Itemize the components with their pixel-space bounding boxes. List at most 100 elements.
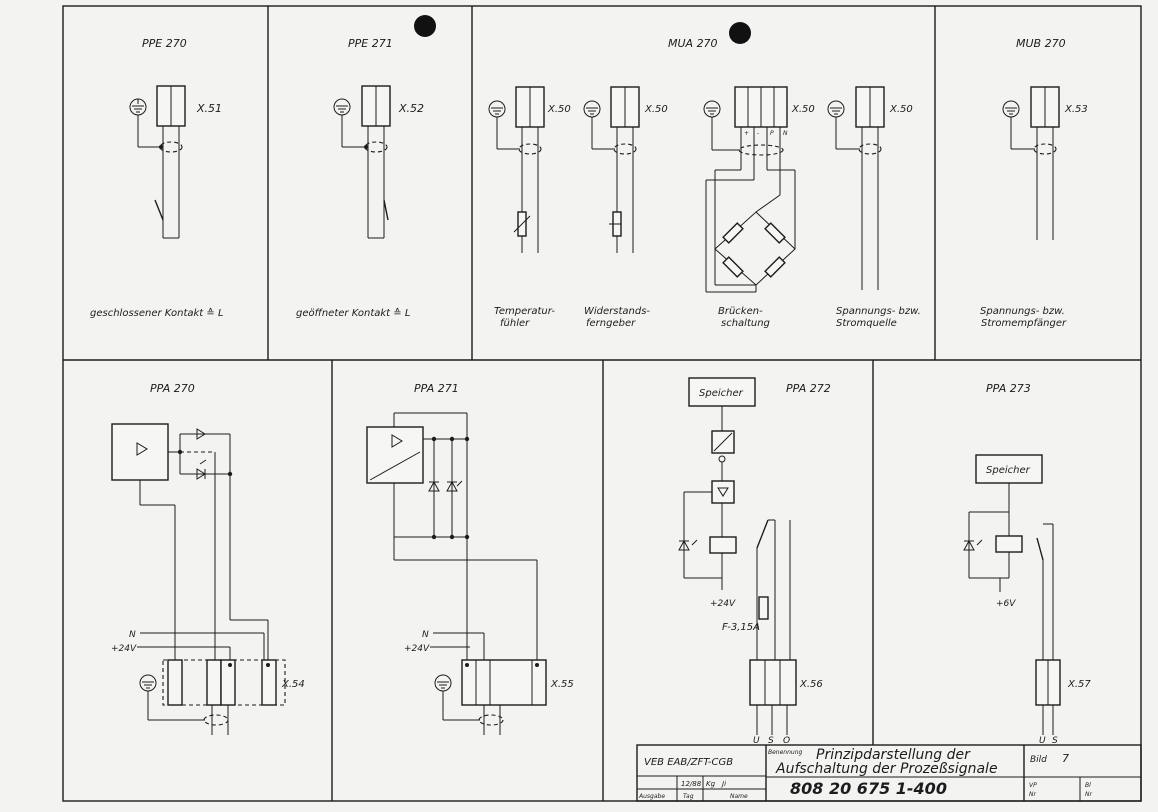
mua270-caption-3a: Brücken-	[718, 306, 763, 317]
label-vp: VP	[1029, 782, 1037, 789]
mua270-caption-2a: Widerstands-	[584, 306, 650, 317]
mua270-title: MUA 270	[668, 37, 718, 50]
ppa270-terminal: X.54	[281, 679, 305, 690]
driver-icon	[717, 487, 729, 497]
ppa271-title: PPA 271	[414, 382, 459, 395]
ppa273-pin-u: U	[1039, 736, 1046, 746]
date: 12/88	[681, 780, 702, 788]
mub270-terminal: X.53	[1064, 104, 1088, 115]
ppa273-terminal: X.57	[1067, 679, 1091, 690]
relay-contact	[1036, 537, 1044, 561]
led-icon	[446, 480, 463, 492]
fuse	[758, 596, 769, 620]
ppa272-terminal: X.56	[799, 679, 823, 690]
pin-p: P	[770, 130, 774, 137]
bridge-circuit	[714, 211, 796, 286]
diode-icon	[428, 480, 440, 492]
bridge-resistor	[764, 256, 786, 278]
panel-ppe270: PPE 270 X.51 geschlossener Kontakt ≙ L	[90, 37, 224, 319]
mub270-title: MUB 270	[1016, 37, 1066, 50]
mua270-caption-1b: fühler	[500, 318, 530, 329]
ppa271-v: +24V	[404, 644, 430, 654]
doc-number: 808 20 675 1-400	[790, 779, 947, 798]
mua270-caption-4a: Spannungs- bzw.	[836, 306, 921, 317]
ppa272-pin-o: O	[783, 736, 790, 746]
mua270-caption-1a: Temperatur-	[494, 306, 555, 317]
ink-blot	[414, 15, 436, 37]
ppa273-supply: +6V	[996, 599, 1016, 609]
bild-number: 7	[1062, 752, 1069, 765]
ppa273-pin-s: S	[1052, 736, 1058, 746]
amplifier-icon	[136, 442, 148, 456]
panel-mub270: MUB 270 X.53 Spannungs- bzw. Stromempfän…	[980, 37, 1088, 329]
ppe270-caption: geschlossener Kontakt ≙ L	[90, 307, 224, 319]
ground-icon	[583, 100, 601, 118]
ppa270-title: PPA 270	[150, 382, 195, 395]
ppa272-title: PPA 272	[786, 382, 831, 395]
panel-ppa273: PPA 273 Speicher +6V X.57 U S	[963, 382, 1091, 746]
title-line-2: Aufschaltung der Prozeßsignale	[775, 761, 998, 777]
memory-box	[975, 454, 1043, 484]
open-contact	[383, 199, 389, 221]
label-bl: Bl	[1085, 782, 1091, 789]
ppa271-n: N	[422, 630, 429, 640]
ground-icon	[1002, 100, 1020, 118]
drawing-frame	[62, 5, 1142, 802]
ppa272-supply: +24V	[710, 599, 736, 609]
led-icon	[963, 539, 983, 551]
ground-icon	[827, 100, 845, 118]
ground-icon	[129, 98, 147, 116]
relay-coil	[709, 536, 737, 554]
label-nr-2: Nr	[1085, 791, 1092, 798]
pin-minus: -	[757, 130, 759, 137]
mua270-terminal-2: X.50	[644, 104, 668, 115]
ppa272-pin-u: U	[753, 736, 760, 746]
ppa272-pin-s: S	[768, 736, 774, 746]
bridge-resistor	[722, 222, 744, 244]
row-label-tag: Tag	[683, 793, 694, 800]
mua270-terminal-4: X.50	[889, 104, 913, 115]
diode-icon	[196, 428, 206, 440]
memory-box	[688, 377, 756, 407]
bild-label: Bild	[1030, 755, 1047, 765]
ground-icon	[434, 674, 452, 692]
panel-ppe271: PPE 271 X.52 geöffneter Kontakt ≙ L	[296, 37, 424, 319]
relay-contact	[756, 519, 769, 549]
terminal-strip	[749, 659, 797, 706]
ink-blot	[729, 22, 751, 44]
mua270-terminal-1: X.50	[547, 104, 571, 115]
ppa270-v: +24V	[111, 644, 137, 654]
row-label-ausgabe: Ausgabe	[638, 793, 665, 800]
bridge-resistor	[722, 256, 744, 278]
org-name: VEB EAB/ZFT-CGB	[644, 757, 733, 768]
ppe271-terminal: X.52	[398, 102, 424, 115]
ppe271-title: PPE 271	[348, 37, 393, 50]
led-icon	[196, 459, 207, 480]
led-icon	[678, 539, 698, 551]
mub270-caption-1: Spannungs- bzw.	[980, 306, 1065, 317]
driver-box	[711, 480, 735, 504]
amplifier-box	[111, 423, 169, 481]
relay-coil	[995, 535, 1023, 553]
ground-icon	[139, 674, 157, 692]
closed-contact	[154, 199, 164, 221]
pin-n: N	[783, 130, 788, 137]
panel-ppa272: Speicher PPA 272 +24V F-3,15A X.56 U S O	[678, 377, 831, 746]
bridge-resistor	[764, 222, 786, 244]
title-block: VEB EAB/ZFT-CGB 12/88 Kg Ji Ausgabe Tag …	[636, 744, 1142, 802]
ppa272-fuse: F-3,15A	[722, 622, 760, 633]
ppa270-n: N	[129, 630, 136, 640]
label-benennung: Benennung	[768, 749, 803, 756]
ppa271-terminal: X.55	[550, 679, 574, 690]
ground-icon	[703, 100, 721, 118]
amplifier-icon	[391, 434, 403, 448]
panel-mua270: MUA 270 X.50 Temperatur- fühler X.50 Wid…	[488, 37, 921, 329]
mua270-terminal-3: X.50	[791, 104, 815, 115]
ppa273-title: PPA 273	[986, 382, 1031, 395]
ppe270-terminal: X.51	[196, 102, 222, 115]
ground-icon	[333, 98, 351, 116]
panel-ppa271: PPA 271 N +24V X.55	[366, 382, 574, 735]
mua270-caption-2b: ferngeber	[586, 318, 636, 329]
ppa273-memory: Speicher	[986, 465, 1031, 476]
ppe271-caption: geöffneter Kontakt ≙ L	[296, 307, 410, 319]
